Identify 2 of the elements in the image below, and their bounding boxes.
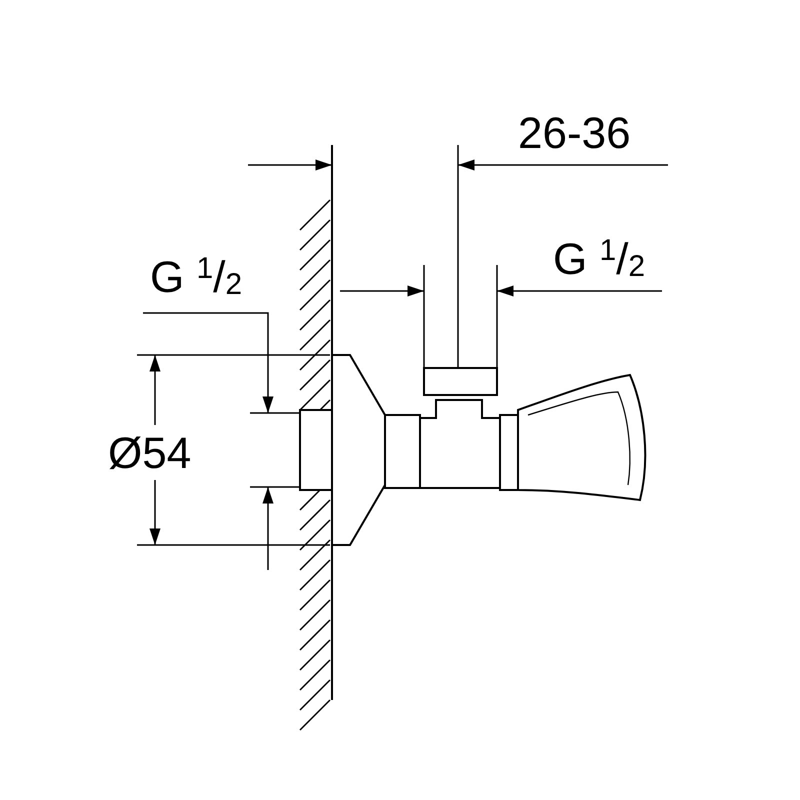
dimension-label: 26-36	[518, 112, 631, 156]
dimension-label: Ø54	[108, 432, 192, 476]
